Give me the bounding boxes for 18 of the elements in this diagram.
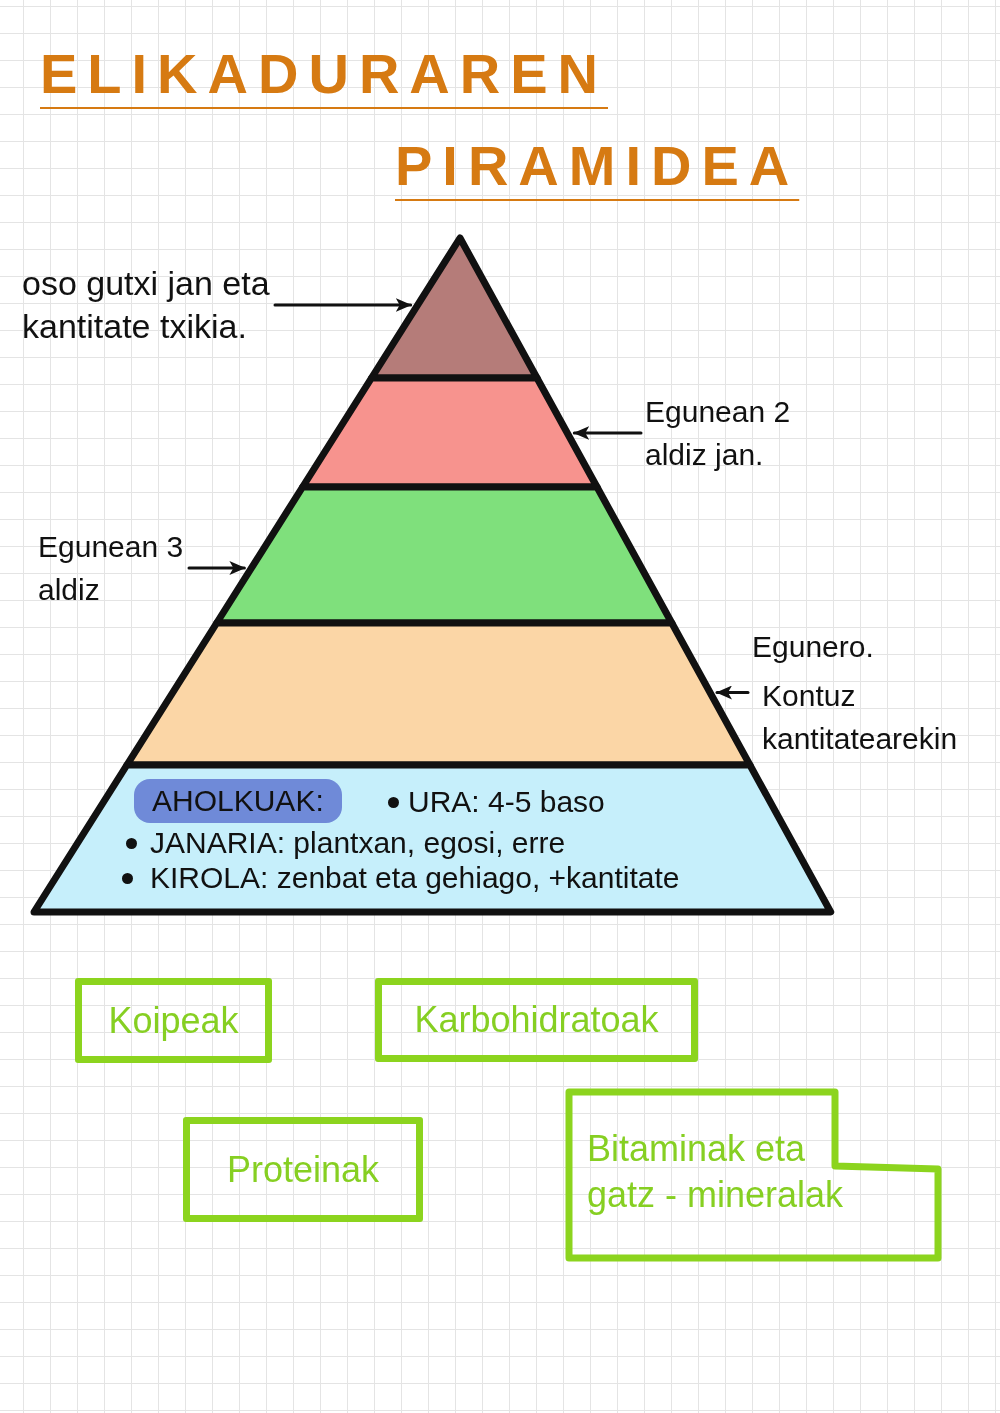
list-item-text: JANARIA: plantxan, egosi, erre [150, 825, 566, 861]
list-item-text: URA: 4-5 baso [408, 784, 605, 820]
page-title: ELIKADURAREN PIRAMIDEA [40, 41, 801, 199]
annotation-text: Egunero. [752, 629, 875, 665]
annotation-text: oso gutxi jan eta kantitate txikia. [22, 262, 271, 348]
highlighted-heading: AHOLKUAK: [134, 779, 342, 823]
annotation-text: Egunean 3 aldiz [38, 525, 185, 611]
arrow [273, 298, 413, 312]
category-box: Koipeak [75, 978, 272, 1063]
arrow [715, 685, 750, 700]
list-item-text: KIROLA: zenbat eta gehiago, +kantitate [150, 860, 680, 896]
annotation-text: Kontuz kantitatearekin [762, 678, 959, 757]
annotation-text: Egunean 2 aldiz jan. [645, 390, 792, 476]
arrow [187, 561, 246, 575]
category-box: Karbohidratoak [375, 978, 698, 1062]
category-box: Proteinak [183, 1117, 423, 1222]
category-label: Bitaminak eta gatz - mineralak [587, 1127, 845, 1217]
arrow [572, 426, 643, 440]
